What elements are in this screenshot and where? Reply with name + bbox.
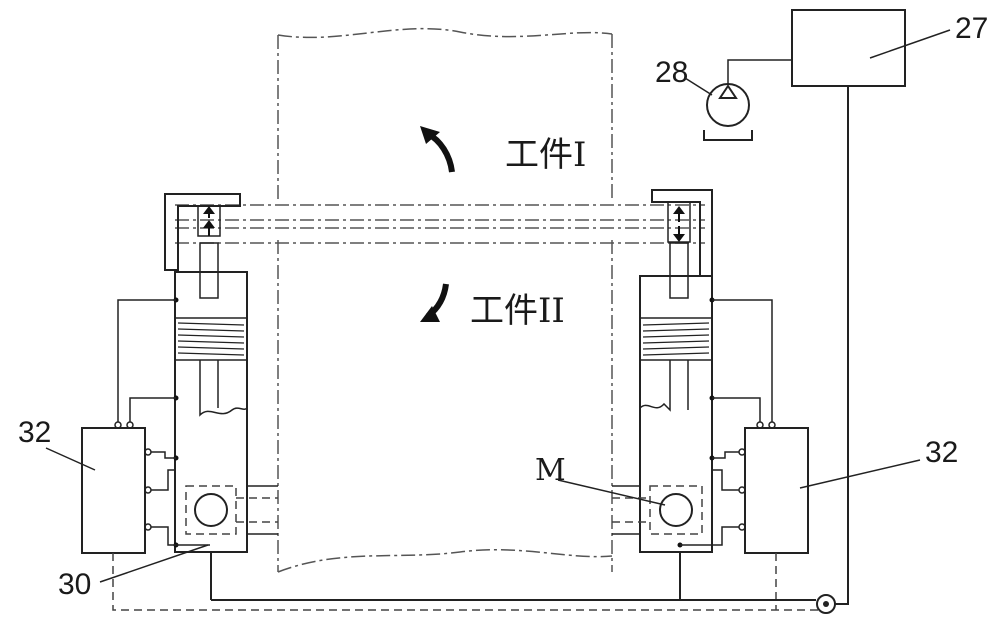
ref-30: 30 [58, 568, 91, 601]
control-unit-27 [792, 10, 905, 86]
ref-32-left: 32 [18, 416, 51, 449]
ref-27: 27 [955, 12, 988, 45]
rotation-arrow-upper-icon [420, 126, 452, 172]
rotary-joint-icon [817, 595, 835, 613]
ref-28: 28 [655, 56, 688, 89]
ref-32-right: 32 [925, 436, 958, 469]
right-control-box [680, 300, 808, 610]
pump-28-icon [704, 60, 792, 140]
workpiece-upper-label: 工件I [505, 135, 586, 175]
clamp-bar [175, 205, 705, 243]
motor-label: M [535, 453, 566, 488]
rotation-arrow-lower-icon [420, 284, 446, 322]
workpiece-lower-label: 工件II [470, 291, 565, 331]
left-control-box [82, 300, 820, 610]
right-clamp-assembly [612, 190, 715, 600]
left-clamp-assembly [165, 194, 278, 600]
